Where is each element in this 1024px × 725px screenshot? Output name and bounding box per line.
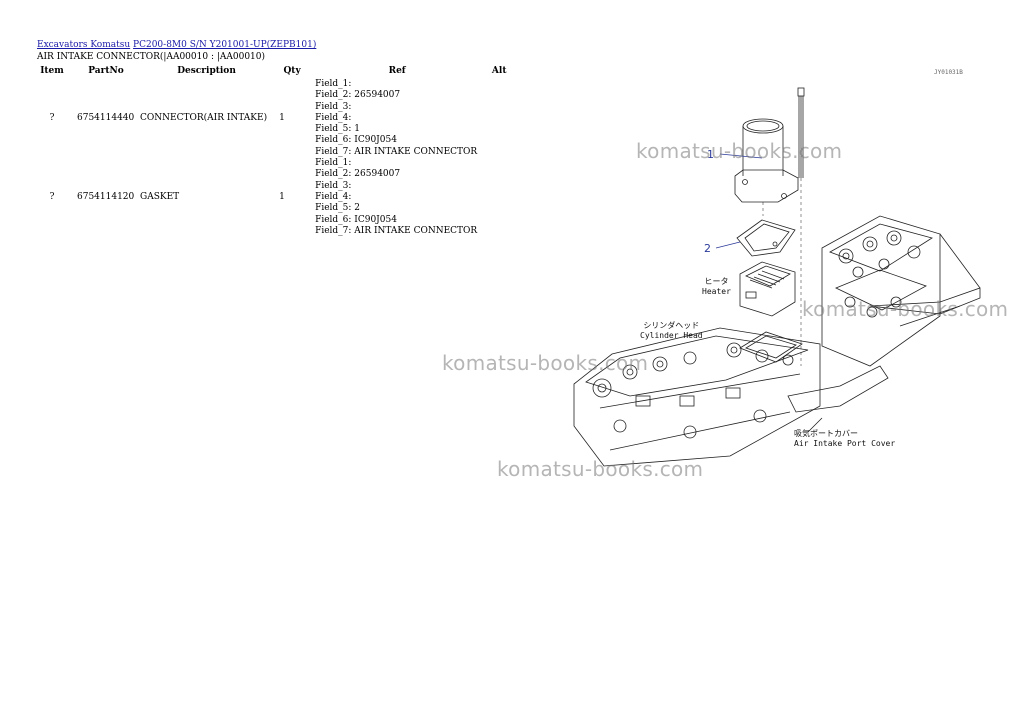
label-cylinder-head-en: Cylinder Head bbox=[640, 331, 703, 340]
ref-field: Field_4: bbox=[315, 191, 352, 202]
label-air-intake-jp: 吸気ポートカバー bbox=[794, 429, 858, 438]
ref-field: Field_2: 26594007 bbox=[315, 169, 401, 180]
parts-diagram bbox=[573, 87, 981, 467]
label-air-intake-port-cover: 吸気ポートカバー Air Intake Port Cover bbox=[794, 429, 895, 449]
row-qty: 1 bbox=[279, 191, 285, 202]
label-cylinder-head: シリンダヘッド Cylinder Head bbox=[640, 321, 703, 341]
watermark: komatsu-books.com bbox=[442, 351, 649, 375]
label-cylinder-head-jp: シリンダヘッド bbox=[643, 321, 700, 330]
bolt-drawing bbox=[797, 87, 805, 366]
breadcrumb-link-model[interactable]: PC200-8M0 S/N Y201001-UP(ZEPB101) bbox=[133, 40, 317, 50]
header-item: Item bbox=[40, 66, 64, 76]
callout-1: 1 bbox=[707, 148, 714, 161]
header-qty: Qty bbox=[283, 66, 301, 76]
watermark: komatsu-books.com bbox=[802, 297, 1009, 321]
watermark: komatsu-books.com bbox=[636, 139, 843, 163]
header-partno: PartNo bbox=[88, 66, 124, 76]
ref-field: Field_4: bbox=[315, 112, 352, 123]
page-title: AIR INTAKE CONNECTOR(|AA00010 : |AA00010… bbox=[37, 52, 266, 62]
row-alt bbox=[483, 79, 515, 158]
row-ref-fields: Field_1: Field_2: 26594007 Field_3: Fiel… bbox=[311, 79, 483, 158]
breadcrumb: Excavators Komatsu PC200-8M0 S/N Y201001… bbox=[37, 40, 316, 50]
cylinder-head-drawing bbox=[821, 215, 981, 367]
ref-field: Field_7: AIR INTAKE CONNECTOR bbox=[315, 146, 478, 157]
header-description: Description bbox=[177, 66, 236, 76]
ref-field: Field_1: bbox=[315, 79, 352, 89]
label-air-intake-en: Air Intake Port Cover bbox=[794, 439, 896, 448]
callout-2: 2 bbox=[704, 242, 711, 255]
row-alt bbox=[483, 158, 515, 237]
connector-drawing bbox=[734, 118, 799, 216]
label-heater-en: Heater bbox=[702, 287, 731, 296]
row-description: GASKET bbox=[140, 191, 180, 202]
parts-table: Item PartNo Description Qty Ref Alt ? 67… bbox=[32, 66, 515, 237]
ref-field: Field_2: 26594007 bbox=[315, 90, 401, 101]
ref-field: Field_3: bbox=[315, 180, 352, 191]
ref-field: Field_7: AIR INTAKE CONNECTOR bbox=[315, 225, 478, 236]
diagram-code: JY01031B bbox=[934, 69, 963, 76]
ref-field: Field_5: 2 bbox=[315, 203, 361, 214]
heater-drawing bbox=[739, 261, 796, 317]
row-item: ? bbox=[49, 191, 55, 202]
row-partno: 6754114120 bbox=[77, 191, 135, 202]
port-cover-drawing bbox=[739, 331, 803, 363]
header-ref: Ref bbox=[388, 66, 406, 76]
header-alt: Alt bbox=[491, 66, 507, 76]
table-header-row: Item PartNo Description Qty Ref Alt bbox=[32, 66, 515, 79]
cylinder-head-front-drawing bbox=[573, 327, 889, 467]
gasket-drawing bbox=[736, 219, 796, 257]
row-description: CONNECTOR(AIR INTAKE) bbox=[140, 112, 268, 123]
row-qty: 1 bbox=[279, 112, 285, 123]
row-item: ? bbox=[49, 112, 55, 123]
ref-field: Field_6: IC90J054 bbox=[315, 135, 397, 146]
breadcrumb-link-excavators[interactable]: Excavators Komatsu bbox=[37, 40, 131, 50]
ref-field: Field_6: IC90J054 bbox=[315, 214, 397, 225]
row-partno: 6754114440 bbox=[77, 112, 135, 123]
watermark: komatsu-books.com bbox=[497, 457, 704, 481]
label-heater: ヒータ Heater bbox=[702, 277, 731, 297]
ref-field: Field_3: bbox=[315, 101, 352, 112]
table-row: ? 6754114120 GASKET 1 Field_1: Field_2: … bbox=[32, 158, 515, 237]
ref-field: Field_5: 1 bbox=[315, 124, 361, 135]
table-row: ? 6754114440 CONNECTOR(AIR INTAKE) 1 Fie… bbox=[32, 79, 515, 158]
ref-field: Field_1: bbox=[315, 158, 352, 169]
row-ref-fields: Field_1: Field_2: 26594007 Field_3: Fiel… bbox=[311, 158, 483, 237]
label-heater-jp: ヒータ bbox=[704, 277, 729, 286]
